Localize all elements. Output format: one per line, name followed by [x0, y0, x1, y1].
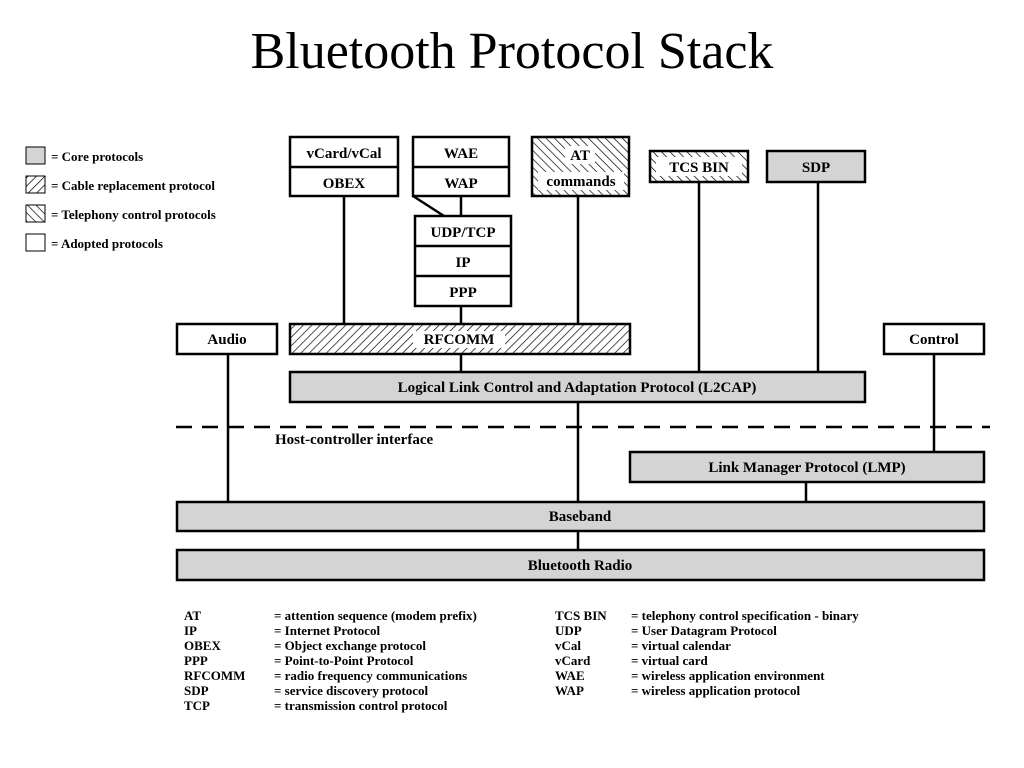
hci-label: Host-controller interface: [275, 432, 433, 448]
glossary-abbr: SDP: [184, 683, 209, 698]
tcsbin-label: TCS BIN: [669, 160, 729, 176]
sdp-box: SDP: [765, 149, 867, 184]
sdp-label: SDP: [802, 160, 830, 176]
at-commands-box: AT commands: [530, 135, 631, 198]
l2cap-box: Logical Link Control and Adaptation Prot…: [288, 370, 867, 404]
glossary-abbr: vCard: [555, 653, 591, 668]
glossary-definition: = Internet Protocol: [274, 623, 381, 638]
glossary-right-defs: = telephony control specification - bina…: [631, 608, 859, 698]
obex-label: OBEX: [323, 176, 366, 192]
legend: = Core protocols = Cable replacement pro…: [25, 146, 216, 252]
glossary-abbr: TCS BIN: [555, 608, 607, 623]
connector-lines: [226, 182, 936, 550]
glossary-left-defs: = attention sequence (modem prefix) = In…: [274, 608, 477, 713]
glossary-left-abbrs: AT IP OBEX PPP RFCOMM SDP TCP: [184, 608, 245, 713]
legend-cable-swatch: [25, 175, 46, 194]
audio-box: Audio: [175, 322, 279, 356]
glossary-definition: = wireless application protocol: [631, 683, 801, 698]
glossary-abbr: RFCOMM: [184, 668, 246, 683]
glossary-definition: = transmission control protocol: [274, 698, 448, 713]
control-box: Control: [882, 322, 986, 356]
legend-telephony-label: = Telephony control protocols: [51, 207, 216, 222]
glossary-abbr: OBEX: [184, 638, 221, 653]
at-commands-label: commands: [546, 174, 615, 190]
glossary-definition: = Object exchange protocol: [274, 638, 426, 653]
at-label: AT: [570, 148, 590, 164]
glossary-abbr: UDP: [555, 623, 582, 638]
glossary-definition: = service discovery protocol: [274, 683, 429, 698]
glossary-definition: = telephony control specification - bina…: [631, 608, 859, 623]
baseband-box: Baseband: [175, 500, 986, 533]
glossary-definition: = User Datagram Protocol: [631, 623, 777, 638]
glossary-right-abbrs: TCS BIN UDP vCal vCard WAE WAP: [555, 608, 607, 698]
udptcp-label: UDP/TCP: [431, 225, 496, 241]
glossary-abbr: PPP: [184, 653, 208, 668]
legend-core-swatch: [25, 146, 46, 165]
rfcomm-box: RFCOMM: [288, 322, 632, 356]
glossary-definition: = Point-to-Point Protocol: [274, 653, 414, 668]
udp-ip-ppp-box: UDP/TCP IP PPP: [413, 214, 513, 308]
legend-core-label: = Core protocols: [51, 149, 143, 164]
glossary-definition: = virtual card: [631, 653, 708, 668]
legend-adopted-swatch: [25, 233, 46, 252]
legend-adopted-label: = Adopted protocols: [51, 236, 163, 251]
baseband-label: Baseband: [549, 509, 612, 525]
rfcomm-label: RFCOMM: [424, 332, 495, 348]
glossary-abbr: WAP: [555, 683, 584, 698]
wap-label: WAP: [444, 176, 477, 192]
glossary-definition: = attention sequence (modem prefix): [274, 608, 477, 623]
ppp-label: PPP: [449, 285, 477, 301]
glossary-abbr: vCal: [555, 638, 581, 653]
bluetooth-radio-label: Bluetooth Radio: [528, 558, 633, 574]
l2cap-label: Logical Link Control and Adaptation Prot…: [398, 380, 757, 396]
lmp-label: Link Manager Protocol (LMP): [708, 460, 905, 476]
legend-cable-label: = Cable replacement protocol: [51, 178, 215, 193]
tcsbin-box: TCS BIN: [648, 149, 750, 184]
vcard-obex-box: vCard/vCal OBEX: [288, 135, 400, 198]
glossary-definition: = virtual calendar: [631, 638, 731, 653]
glossary-definition: = radio frequency communications: [274, 668, 468, 683]
ip-label: IP: [456, 255, 471, 271]
slide-title: Bluetooth Protocol Stack: [250, 23, 774, 80]
glossary-abbr: TCP: [184, 698, 210, 713]
control-label: Control: [909, 332, 959, 348]
audio-label: Audio: [207, 332, 246, 348]
glossary-abbr: IP: [184, 623, 197, 638]
glossary-definition: = wireless application environment: [631, 668, 825, 683]
lmp-box: Link Manager Protocol (LMP): [628, 450, 986, 484]
glossary-abbr: AT: [184, 608, 202, 623]
bluetooth-radio-box: Bluetooth Radio: [175, 548, 986, 582]
glossary-abbr: WAE: [555, 668, 585, 683]
vcard-label: vCard/vCal: [307, 146, 382, 162]
wae-label: WAE: [444, 146, 478, 162]
legend-telephony-swatch: [25, 204, 46, 223]
obex-to-udptcp-line: [412, 194, 445, 218]
wae-wap-box: WAE WAP: [411, 135, 511, 198]
